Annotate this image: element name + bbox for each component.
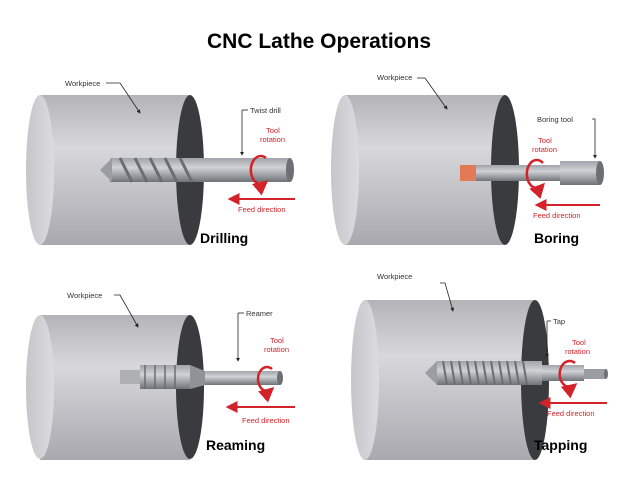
- workpiece-label: Workpiece: [67, 291, 102, 300]
- tool-label: Boring tool: [537, 115, 573, 124]
- workpiece-label: Workpiece: [377, 73, 412, 82]
- rotation-label-2: rotation: [532, 145, 557, 154]
- rotation-arrow-icon: [525, 158, 546, 199]
- reaming-diagram: Workpiece Reamer Tool rotation Feed dire…: [26, 291, 295, 460]
- workpiece-end-cap: [26, 95, 54, 245]
- rotation-label-2: rotation: [260, 135, 285, 144]
- twist-drill-icon: [100, 157, 294, 183]
- workpiece-end-cap: [351, 300, 379, 460]
- boring-diagram: Workpiece Boring tool Tool rotation Feed…: [331, 73, 604, 245]
- boring-tool-icon: [460, 161, 604, 185]
- feed-label: Feed direction: [238, 205, 286, 214]
- operation-name: Tapping: [534, 437, 588, 453]
- tool-label: Twist drill: [250, 106, 281, 115]
- workpiece-end-cap: [26, 315, 54, 459]
- rotation-arrow-icon: [558, 359, 578, 399]
- page-title: CNC Lathe Operations: [206, 30, 432, 53]
- rotation-label-1: Tool: [572, 338, 586, 347]
- tap-icon: [425, 360, 608, 386]
- feed-label: Feed direction: [533, 211, 581, 220]
- panel-drilling: Workpiece Twist drill Tool rotation Feed…: [20, 65, 330, 275]
- panel-reaming: Workpiece Reamer Tool rotation Feed dire…: [20, 275, 330, 485]
- feed-label: Feed direction: [242, 416, 290, 425]
- rotation-label-1: Tool: [266, 126, 280, 135]
- tool-label: Reamer: [246, 309, 273, 318]
- reamer-icon: [120, 365, 283, 389]
- rotation-label-1: Tool: [538, 136, 552, 145]
- feed-label: Feed direction: [547, 409, 595, 418]
- panel-tapping: Workpiece Tap Tool rotation Feed directi…: [325, 265, 635, 475]
- rotation-label-2: rotation: [264, 345, 289, 354]
- operation-name: Drilling: [200, 230, 249, 246]
- rotation-label-1: Tool: [270, 336, 284, 345]
- rotation-arrow-icon: [256, 365, 275, 403]
- tapping-diagram: Workpiece Tap Tool rotation Feed directi…: [351, 272, 608, 460]
- drilling-diagram: Workpiece Twist drill Tool rotation Feed…: [26, 79, 295, 245]
- operation-name: Reaming: [206, 437, 266, 453]
- workpiece-label: Workpiece: [377, 272, 412, 281]
- rotation-arrow-icon: [249, 154, 269, 196]
- tool-label: Tap: [553, 317, 565, 326]
- workpiece-end-cap: [331, 95, 359, 245]
- panel-boring: Workpiece Boring tool Tool rotation Feed…: [325, 65, 635, 275]
- rotation-label-2: rotation: [565, 347, 590, 356]
- operation-name: Boring: [534, 230, 580, 246]
- workpiece-label: Workpiece: [65, 79, 100, 88]
